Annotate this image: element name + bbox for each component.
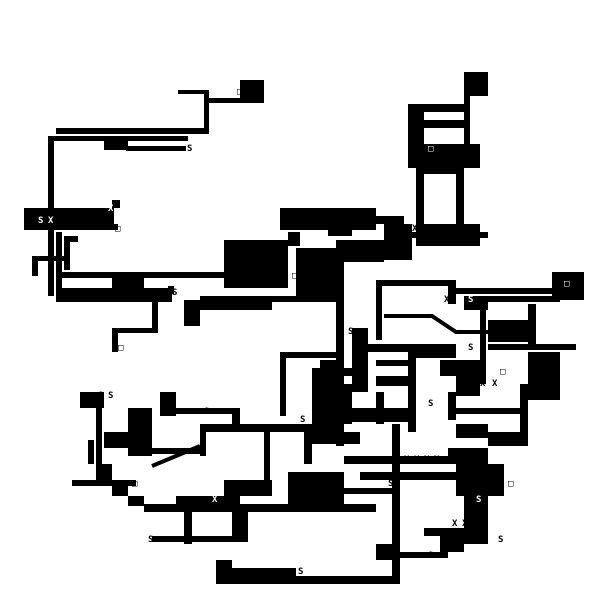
map-tile-door-or-item-tile: □ [388,231,394,241]
diagonal-corridors [151,314,488,468]
map-tile-door-or-item-tile: □ [226,559,232,569]
map-tile-cross-marked-tile: X [434,455,440,465]
map-tile-cross-marked-tile: X [470,379,476,389]
map-tile-stairs-or-special-tile: S [388,479,393,489]
map-tile-cross-marked-tile: X [452,519,458,529]
map-tile-cross-marked-tile: X [414,455,420,465]
map-tile-door-or-item-tile: □ [118,343,124,353]
map-tile-stairs-or-special-tile: S [172,288,177,298]
map-tile-cross-marked-tile: X [404,455,410,465]
map-tile-door-or-item-tile: □ [356,343,362,353]
map-tile-door-or-item-tile: □ [132,479,138,489]
map-tile-door-or-item-tile: □ [237,87,243,97]
map-tile-stairs-or-special-tile: S [148,535,153,545]
map-tile-cross-marked-tile: X [492,379,498,389]
map-tile-stairs-or-special-tile: S [298,567,303,577]
map-tile-stairs-or-special-tile: S [348,327,353,337]
map-tile-stairs-or-special-tile: S [428,551,433,561]
map-tile-stairs-or-special-tile: S [460,104,465,114]
map-tile-cross-marked-tile: X [48,216,54,226]
map-tile-cross-marked-tile: X [480,379,486,389]
map-tile-cross-marked-tile: X [444,295,450,305]
map-tile-door-or-item-tile: □ [292,271,298,281]
map-tile-stairs-or-special-tile: S [468,343,473,353]
map-tile-stairs-or-special-tile: S [498,535,503,545]
map-tile-door-or-item-tile: □ [564,279,570,289]
map-tile-stairs-or-special-tile: S [468,295,473,305]
map-tile-cross-marked-tile: X [412,224,418,234]
map-tile-stairs-or-special-tile: S [476,495,481,505]
map-tile-door-or-item-tile: □ [508,479,514,489]
map-tile-stairs-or-special-tile: S [98,391,103,401]
map-tile-door-or-item-tile: □ [308,503,314,513]
map-tile-stairs-or-special-tile: S [204,407,209,417]
map-tile-door-or-item-tile: □ [115,224,121,234]
map-tile-cross-marked-tile: X [424,455,430,465]
map-walls [24,72,584,584]
map-tile-marked-tile-a: A [492,327,498,337]
map-tile-stairs-or-special-tile: S [300,415,305,425]
map-tile-door-or-item-tile: □ [428,144,434,154]
map-tile-stairs-or-special-tile: S [428,399,433,409]
map-tile-cross-marked-tile: X [462,519,468,529]
map-tile-stairs-or-special-tile: S [108,391,113,401]
map-tile-cross-marked-tile: X [212,495,218,505]
map-tile-door-or-item-tile: □ [500,367,506,377]
map-tile-stairs-or-special-tile: S [38,216,43,226]
map-tile-stairs-or-special-tile: S [187,144,192,154]
map-tile-cross-marked-tile: X [108,204,114,214]
